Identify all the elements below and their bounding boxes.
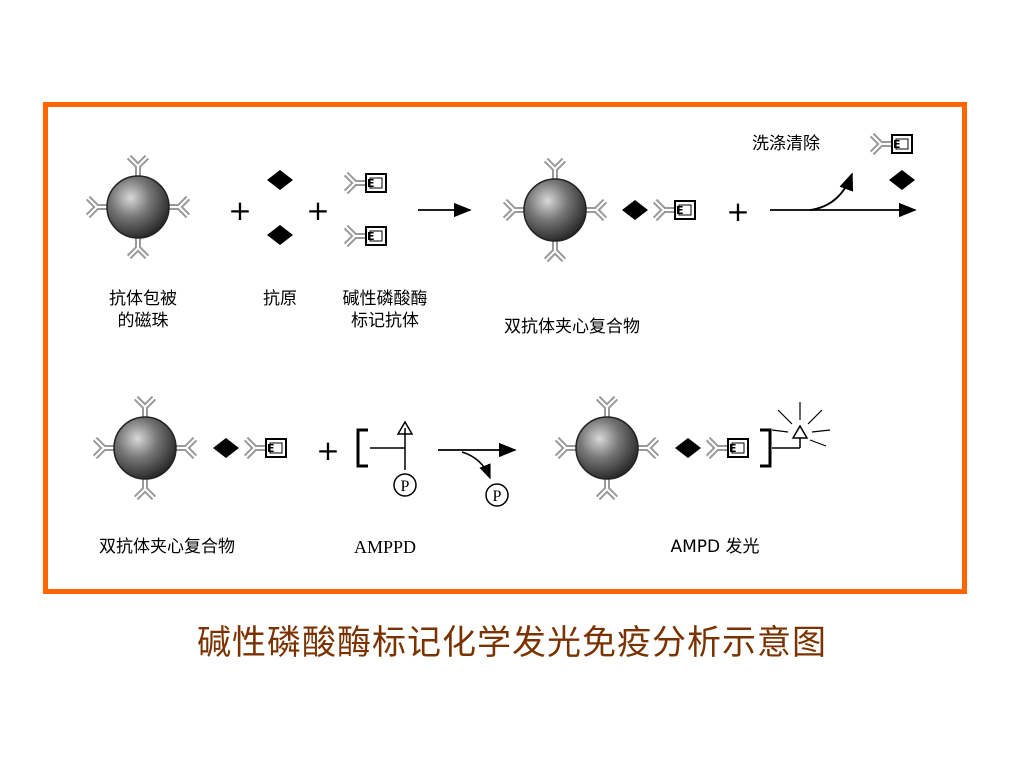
- amppd-label: AMPPD: [353, 537, 417, 557]
- sandwich-bead-3: [557, 398, 657, 498]
- enzyme-label-6: E: [729, 442, 737, 455]
- alp-antibody-label: 碱性磷酸酶 标记抗体: [325, 288, 445, 332]
- coated-bead-1: [88, 157, 188, 257]
- enzyme-label-4: E: [893, 138, 901, 151]
- ampd-glow-label: AMPD 发光: [670, 537, 760, 557]
- bound-antigen-2: [213, 438, 239, 458]
- alp-antibody-1: [346, 174, 386, 192]
- bound-alp-antibody-2: [246, 439, 286, 457]
- plus-4: +: [316, 434, 339, 467]
- wash-branch-arrow: [809, 172, 854, 211]
- enzyme-label-3: E: [676, 204, 684, 217]
- antigen-label: 抗原: [263, 289, 297, 309]
- phosphate-symbol-1: P: [401, 478, 410, 495]
- bound-alp-antibody-1: [655, 201, 695, 219]
- coated-beads-label-line2: 的磁珠: [117, 311, 169, 331]
- sandwich-bead-1: [505, 160, 605, 260]
- sandwich-complex-label-top: 双抗体夹心复合物: [504, 317, 640, 337]
- antigen-diamond-1: [267, 170, 293, 190]
- phosphate-release-arrow: [461, 451, 491, 480]
- bound-alp-antibody-3: [708, 439, 748, 457]
- wash-remove-label: 洗涤清除: [752, 134, 820, 154]
- plus-1: +: [228, 194, 251, 227]
- bound-antigen-1: [622, 200, 648, 220]
- plus-2: +: [306, 194, 329, 227]
- sandwich-bead-2: [95, 398, 195, 498]
- amppd-molecule: P: [356, 420, 417, 497]
- enzyme-label-5: E: [267, 442, 275, 455]
- phosphate-symbol-2: P: [493, 488, 502, 505]
- figure-caption: 碱性磷酸酶标记化学发光免疫分析示意图: [197, 623, 827, 663]
- alp-antibody-label-line1: 碱性磷酸酶: [342, 289, 428, 309]
- plus-3: +: [726, 195, 749, 228]
- alp-antibody-2: [346, 227, 386, 245]
- diagram-frame: [43, 102, 967, 594]
- removed-antigen: [889, 170, 915, 190]
- sandwich-complex-label-bottom: 双抗体夹心复合物: [99, 537, 235, 557]
- released-phosphate: P: [485, 483, 509, 507]
- antigen-diamond-2: [267, 225, 293, 245]
- coated-beads-label-line1: 抗体包被: [109, 289, 177, 309]
- bound-antigen-3: [675, 438, 701, 458]
- alp-antibody-label-line2: 标记抗体: [351, 311, 419, 331]
- removed-alp-antibody: [872, 135, 912, 153]
- enzyme-label-1: E: [367, 177, 375, 190]
- coated-beads-label: 抗体包被 的磁珠: [88, 288, 198, 332]
- ampd-glowing-molecule: [760, 402, 831, 468]
- enzyme-label-2: E: [367, 230, 375, 243]
- light-rays-icon: [771, 402, 831, 447]
